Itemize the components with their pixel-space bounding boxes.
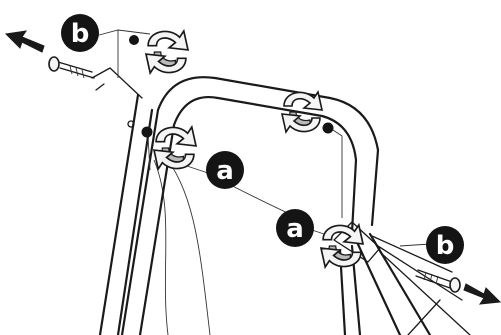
rotation-knob-icon [153, 126, 197, 170]
callout-badge-a-left: a [206, 151, 244, 189]
rotation-knob-icon [320, 224, 364, 268]
svg-text:b: b [436, 231, 455, 261]
bolt-right [415, 269, 461, 293]
grass-bag-outline [153, 149, 211, 335]
lower-handle-left [91, 67, 154, 335]
bolt-left [48, 56, 95, 79]
bolt-hole-dot [322, 122, 334, 134]
bolt-hole-dot [141, 126, 153, 138]
arrow-icon [4, 30, 45, 53]
callout-badge-b-top: b [61, 14, 99, 52]
callout-badge-a-right: a [276, 209, 314, 247]
svg-text:a: a [216, 156, 234, 186]
callout-badge-b-right: b [426, 226, 464, 264]
arrow-icon [463, 283, 501, 305]
svg-text:b: b [71, 19, 90, 49]
upper-handle [120, 76, 380, 335]
svg-text:a: a [286, 214, 304, 244]
bolt-hole-dot [129, 35, 139, 45]
rotation-knob-icon [145, 30, 189, 74]
leader-lines [87, 29, 431, 247]
